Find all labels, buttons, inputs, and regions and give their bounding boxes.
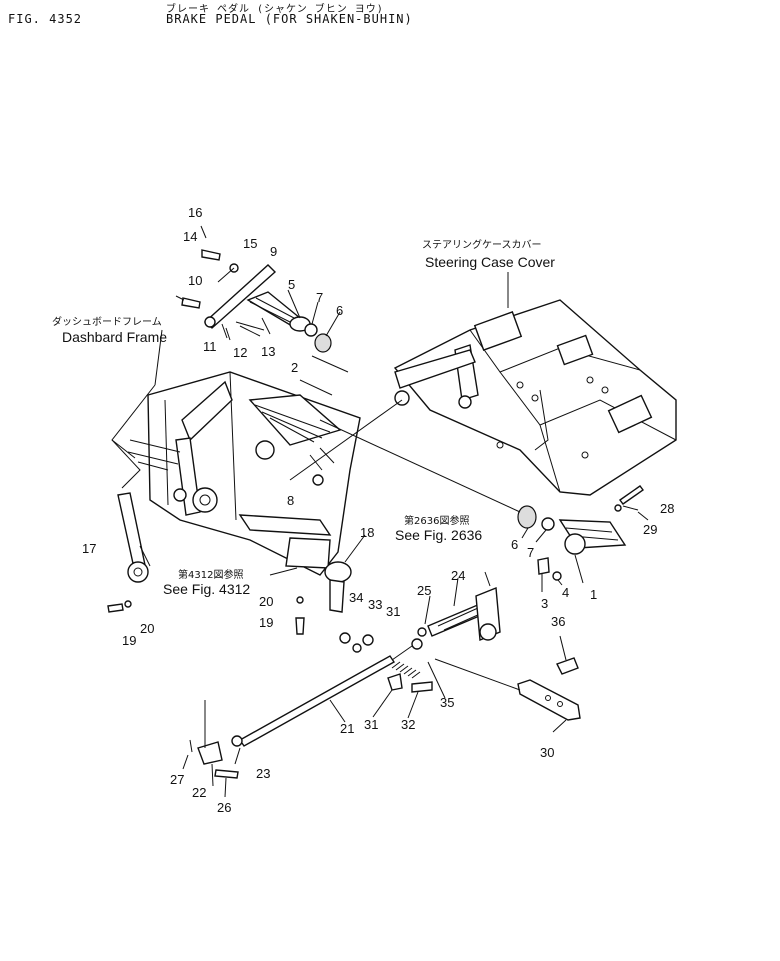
- callout-28: 28: [660, 501, 674, 516]
- callout-33: 33: [368, 597, 382, 612]
- callout-20-lower: 20: [259, 594, 273, 609]
- steering-case-cover-label-jp: ステアリングケースカバー: [422, 238, 542, 251]
- callout-20: 20: [140, 621, 154, 636]
- callout-13: 13: [261, 344, 275, 359]
- steering-case-cover-label: Steering Case Cover: [425, 254, 555, 270]
- see-fig-4312-label-jp: 第4312図参照: [178, 568, 243, 581]
- pedal-24: [417, 587, 501, 641]
- figure-title-japanese: ブレーキ ペダル (シャケン ブヒン ヨウ): [166, 4, 384, 15]
- callout-4: 4: [562, 585, 569, 600]
- see-fig-2636-label-jp: 第2636図参照: [404, 514, 469, 527]
- see-fig-2636-label: See Fig. 2636: [395, 527, 482, 543]
- callout-32: 32: [401, 717, 415, 732]
- lever-17: [107, 492, 149, 613]
- callout-11: 11: [203, 339, 217, 354]
- see-fig-4312-label: See Fig. 4312: [163, 581, 250, 597]
- figure-title: BRAKE PEDAL (FOR SHAKEN-BUHIN): [166, 12, 413, 26]
- callout-9: 9: [270, 244, 277, 259]
- callout-10: 10: [188, 273, 202, 288]
- callout-3: 3: [541, 596, 548, 611]
- callout-23: 23: [256, 766, 270, 781]
- callout-8: 8: [287, 493, 294, 508]
- callout-5: 5: [288, 277, 295, 292]
- upper-parts-cluster: [181, 225, 332, 353]
- callout-30: 30: [540, 745, 554, 760]
- figure-number: FIG. 4352: [8, 12, 83, 26]
- callout-22: 22: [192, 785, 206, 800]
- callout-25: 25: [417, 583, 431, 598]
- callout-6-right: 6: [511, 537, 518, 552]
- figure-header: FIG. 4352 ブレーキ ペダル (シャケン ブヒン ヨウ) BRAKE P…: [0, 0, 780, 40]
- callout-31: 31: [386, 604, 400, 619]
- dashboard-frame: [127, 371, 361, 576]
- leader-lines: [111, 267, 649, 798]
- callout-2: 2: [291, 360, 298, 375]
- callout-6: 6: [336, 303, 343, 318]
- callout-15: 15: [243, 236, 257, 251]
- callout-17: 17: [82, 541, 96, 556]
- callout-7: 7: [316, 290, 323, 305]
- callout-12: 12: [233, 345, 247, 360]
- callout-1: 1: [590, 587, 597, 602]
- dashboard-frame-label-jp: ダッシュボードフレーム: [52, 315, 162, 328]
- callout-31-lower: 31: [364, 717, 378, 732]
- callout-21: 21: [340, 721, 354, 736]
- rod-21: [197, 638, 433, 779]
- bracket-30: [517, 657, 581, 721]
- callout-18: 18: [360, 525, 374, 540]
- dashboard-frame-label: Dashbard Frame: [62, 329, 167, 345]
- callout-16: 16: [188, 205, 202, 220]
- callout-35: 35: [440, 695, 454, 710]
- callout-29: 29: [643, 522, 657, 537]
- callout-24: 24: [451, 568, 465, 583]
- callout-19: 19: [122, 633, 136, 648]
- steering-case-cover: [393, 299, 677, 496]
- callout-26: 26: [217, 800, 231, 815]
- callout-27: 27: [170, 772, 184, 787]
- callout-34: 34: [349, 590, 363, 605]
- callout-7-right: 7: [527, 545, 534, 560]
- callout-36: 36: [551, 614, 565, 629]
- clevis-18: [295, 561, 374, 653]
- pedal-1: [517, 485, 644, 581]
- callout-14: 14: [183, 229, 197, 244]
- callout-19-lower: 19: [259, 615, 273, 630]
